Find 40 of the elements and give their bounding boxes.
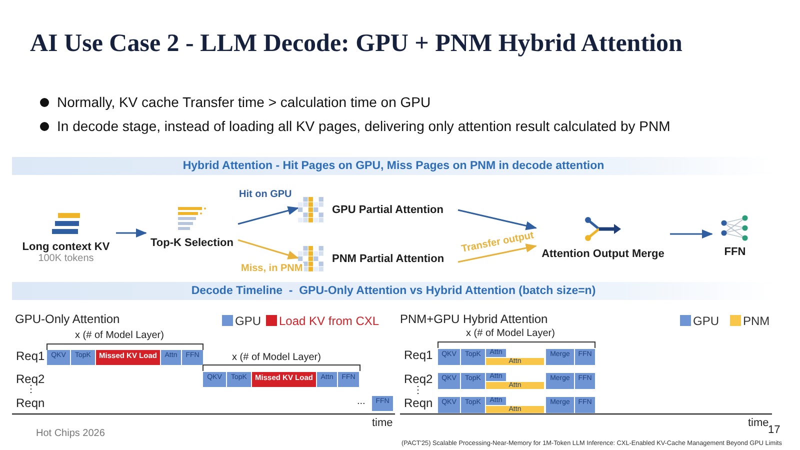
legend-label: Load KV from CXL — [279, 314, 380, 328]
row-label: Reqn — [404, 397, 433, 410]
arrow — [116, 228, 148, 238]
row-label: Req2 — [16, 373, 45, 386]
node-label: Long context KV — [22, 241, 110, 253]
bracket-label: x (# of Model Layer) — [466, 328, 555, 339]
bracket-label: x (# of Model Layer) — [232, 352, 321, 363]
row-label: Req1 — [404, 349, 433, 362]
vertical-ellipsis: ⋮ — [26, 384, 36, 395]
edge-label: Miss, in PNM — [240, 263, 304, 274]
arrow — [238, 239, 300, 260]
bullet-text: In decode stage, instead of loading all KV pages, delivering only attention result calculated by PNM — [57, 119, 670, 134]
footer-text: Hot Chips 2026 — [36, 428, 105, 439]
arrow — [670, 230, 714, 238]
node-label: PNM Partial Attention — [332, 253, 444, 265]
axis-label: time — [372, 417, 393, 430]
slide-title: AI Use Case 2 - LLM Decode: GPU + PNM Hybrid Attention — [30, 30, 682, 58]
edge-label: Hit on GPU — [238, 189, 293, 200]
row-label: Req2 — [404, 373, 433, 386]
arrow — [458, 244, 538, 263]
section-label: PNM+GPU Hybrid Attention — [400, 313, 548, 326]
node-label: GPU Partial Attention — [332, 204, 444, 216]
node-label: Top-K Selection — [150, 237, 234, 249]
arrow — [458, 209, 538, 230]
legend-label: GPU — [693, 314, 720, 328]
vertical-ellipsis: ⋮ — [413, 385, 423, 396]
bracket-label: x (# of Model Layer) — [75, 330, 164, 341]
axis-label: time — [748, 417, 769, 429]
node-label: Attention Output Merge — [542, 248, 664, 260]
legend-label: PNM — [743, 314, 770, 328]
ellipsis: ... — [357, 396, 366, 407]
bullet-text: Normally, KV cache Transfer time > calculation time on GPU — [57, 95, 431, 110]
row-label: Req1 — [16, 350, 45, 364]
legend-label: GPU — [235, 314, 262, 328]
page-number: 17 — [768, 424, 780, 436]
node-sublabel: 100K tokens — [38, 253, 94, 264]
arrow — [238, 206, 300, 225]
node-label: FFN — [724, 246, 746, 258]
row-label: Reqn — [16, 397, 45, 410]
section-label: GPU-Only Attention — [15, 313, 120, 326]
